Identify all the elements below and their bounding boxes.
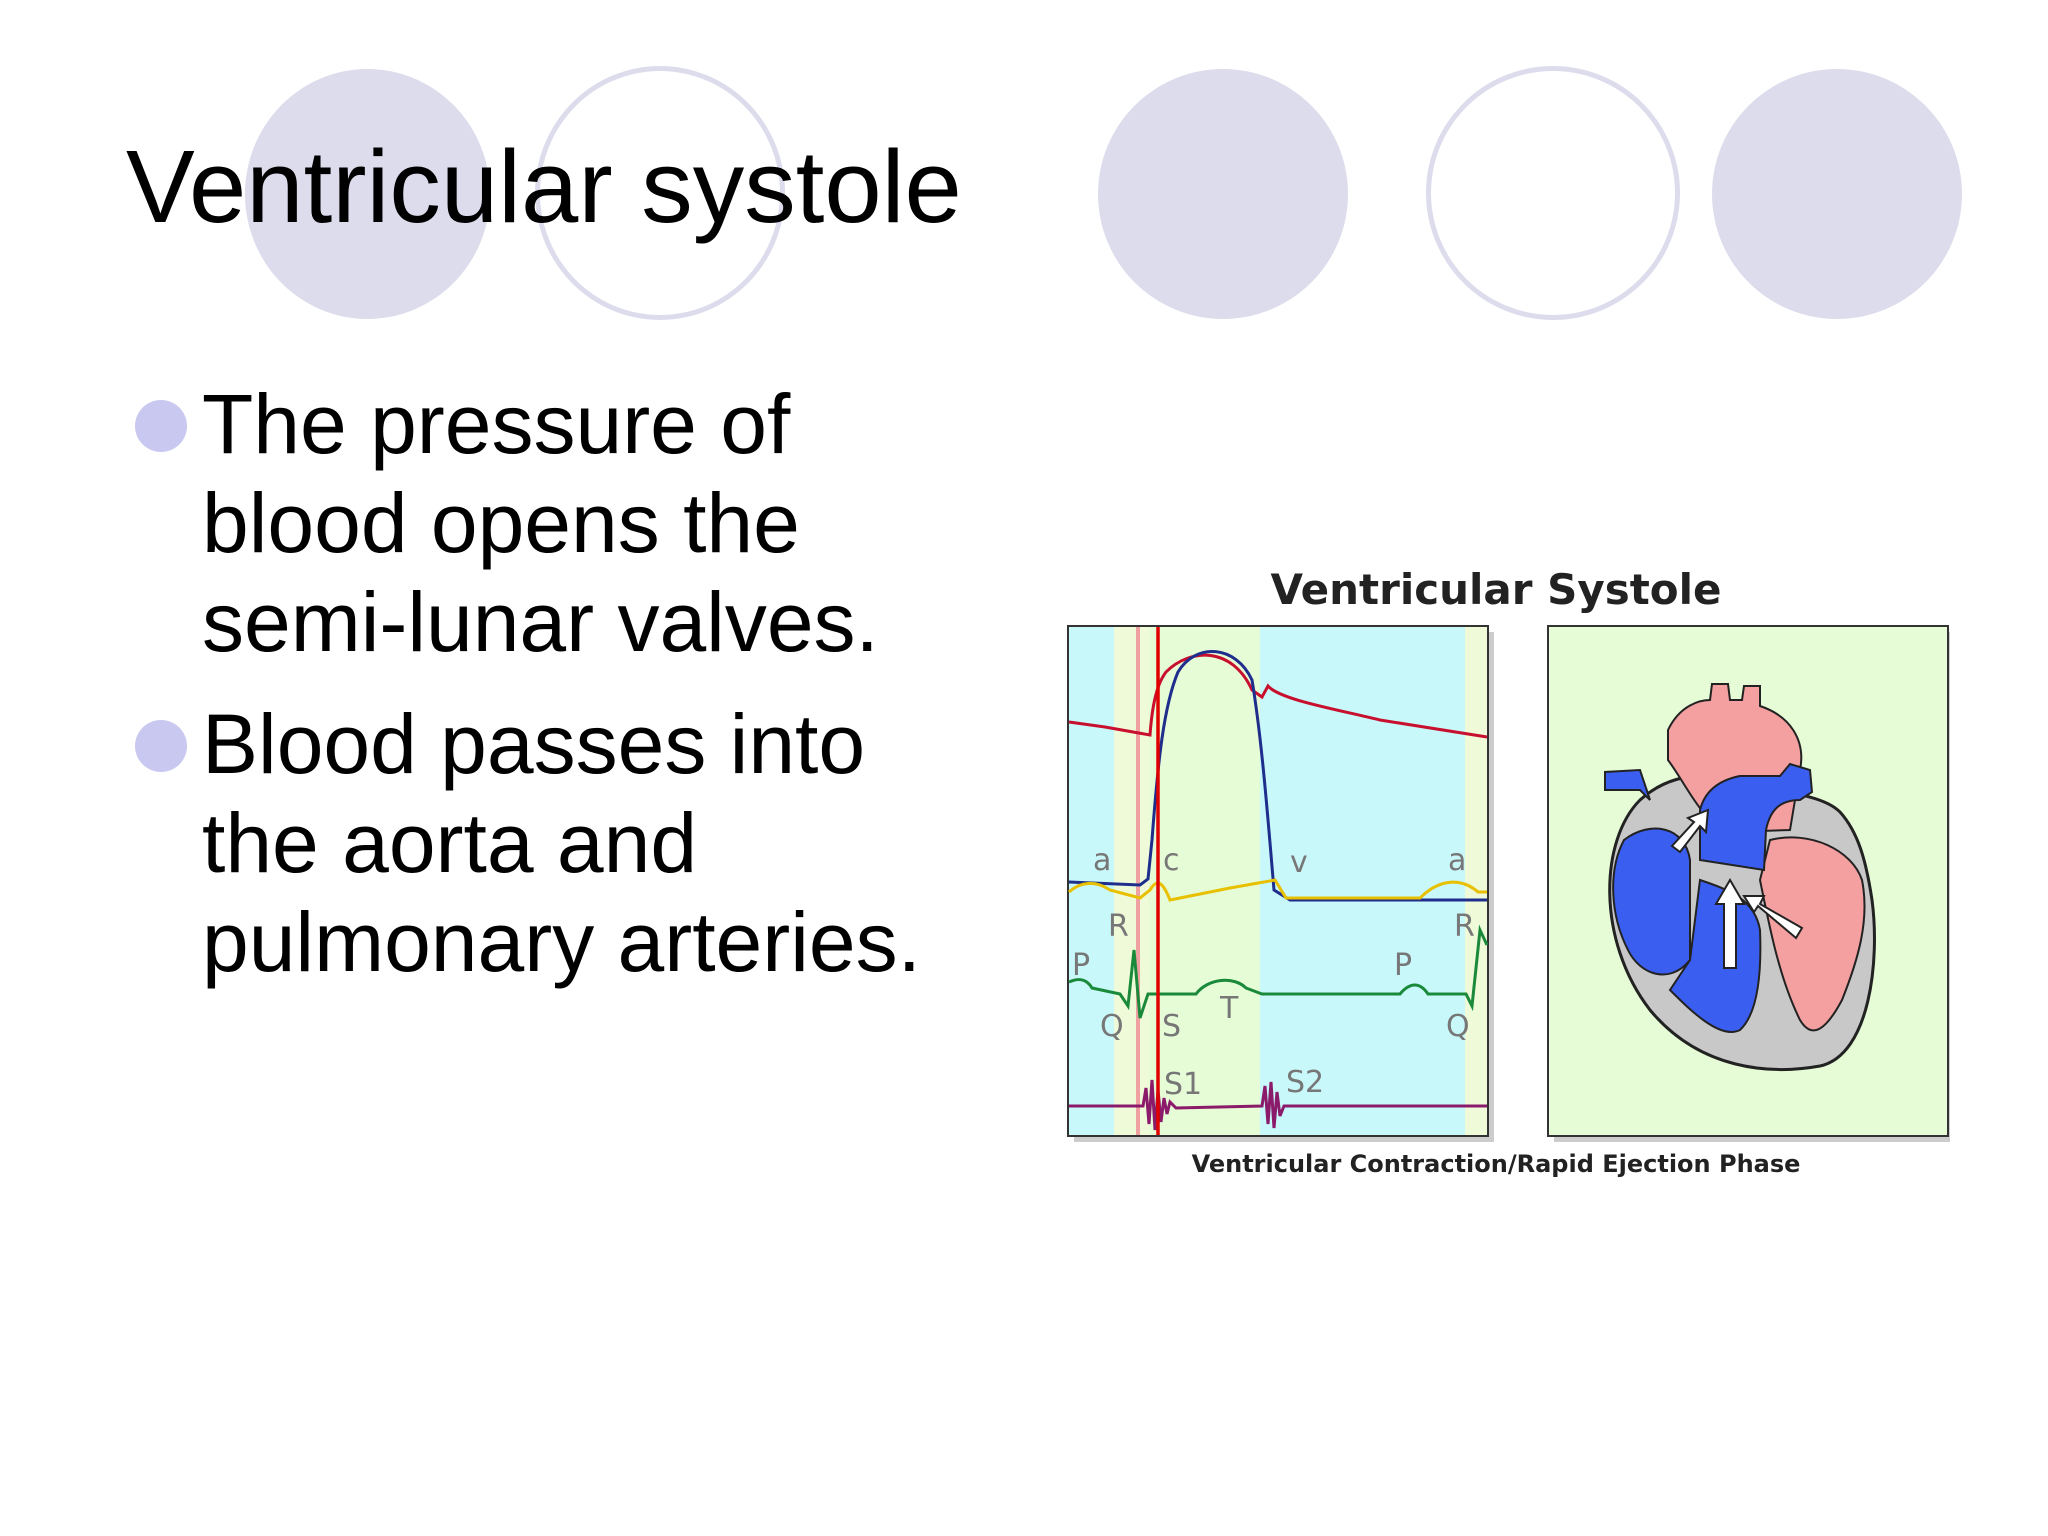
ecg-label-q1: Q bbox=[1100, 1009, 1124, 1044]
atrial-pressure-wave bbox=[1067, 878, 1487, 902]
ecg-label-r1: R bbox=[1108, 909, 1129, 944]
heart-sound-trace bbox=[1069, 1079, 1487, 1131]
decor-circle-4 bbox=[1426, 66, 1680, 320]
sound-label-s1: S1 bbox=[1164, 1067, 1202, 1102]
ecg-trace bbox=[1068, 924, 1489, 1019]
bullet-text-1: The pressure of blood opens the semi-lun… bbox=[202, 375, 1022, 672]
wave-label-v: v bbox=[1290, 845, 1308, 880]
bullet-1-line-1: The pressure of bbox=[202, 377, 791, 471]
ecg-label-s: S bbox=[1162, 1009, 1181, 1044]
slide-title: Ventricular systole bbox=[126, 129, 962, 244]
decor-circle-3 bbox=[1098, 69, 1348, 319]
decor-circle-2 bbox=[535, 66, 785, 320]
decor-circle-5 bbox=[1712, 69, 1962, 319]
aortic-pressure-line bbox=[1068, 653, 1488, 739]
cardiac-cycle-chart: a c v a R R P P Q S T Q S1 S2 bbox=[1067, 625, 1494, 1142]
ecg-label-t: T bbox=[1219, 991, 1239, 1026]
ecg-label-p2: P bbox=[1394, 948, 1412, 983]
bullet-1-line-2: blood opens the bbox=[202, 476, 800, 570]
ecg-label-q2: Q bbox=[1446, 1009, 1470, 1044]
vena-cava bbox=[1604, 768, 1651, 801]
sound-label-s2: S2 bbox=[1286, 1065, 1324, 1100]
ecg-label-r2: R bbox=[1454, 909, 1475, 944]
circle-bullet-icon bbox=[135, 400, 187, 452]
ecg-label-p1: P bbox=[1072, 948, 1090, 983]
circle-bullet-icon bbox=[135, 720, 187, 772]
right-atrium bbox=[1612, 827, 1691, 976]
wave-label-a1: a bbox=[1093, 843, 1111, 878]
wave-label-a2: a bbox=[1448, 843, 1466, 878]
heart-diagram bbox=[1547, 625, 1950, 1142]
ventricular-systole-figure: Ventricular Systole a c v a R R P P bbox=[1060, 560, 1950, 1190]
figure-caption: Ventricular Contraction/Rapid Ejection P… bbox=[1192, 1150, 1801, 1178]
bullet-1-line-3: semi-lunar valves. bbox=[202, 575, 879, 669]
pulmonary-artery bbox=[1699, 762, 1814, 872]
phase-band-atrial bbox=[1465, 627, 1487, 1135]
bullet-2-line-1: Blood passes into bbox=[202, 697, 866, 791]
left-heart bbox=[1758, 836, 1866, 1032]
phase-band-ejection bbox=[1149, 627, 1260, 1135]
bullet-text-2: Blood passes into the aorta and pulmonar… bbox=[202, 695, 1022, 992]
wave-label-c: c bbox=[1163, 843, 1180, 878]
decor-circle-1 bbox=[245, 69, 490, 319]
bullet-2-line-3: pulmonary arteries. bbox=[202, 895, 921, 989]
arrow-up-icon bbox=[1670, 808, 1710, 854]
arrow-up-icon bbox=[1714, 878, 1746, 969]
figure-title: Ventricular Systole bbox=[1270, 565, 1721, 614]
arrow-up-icon bbox=[1742, 895, 1804, 940]
bullet-2-line-2: the aorta and bbox=[202, 796, 698, 890]
